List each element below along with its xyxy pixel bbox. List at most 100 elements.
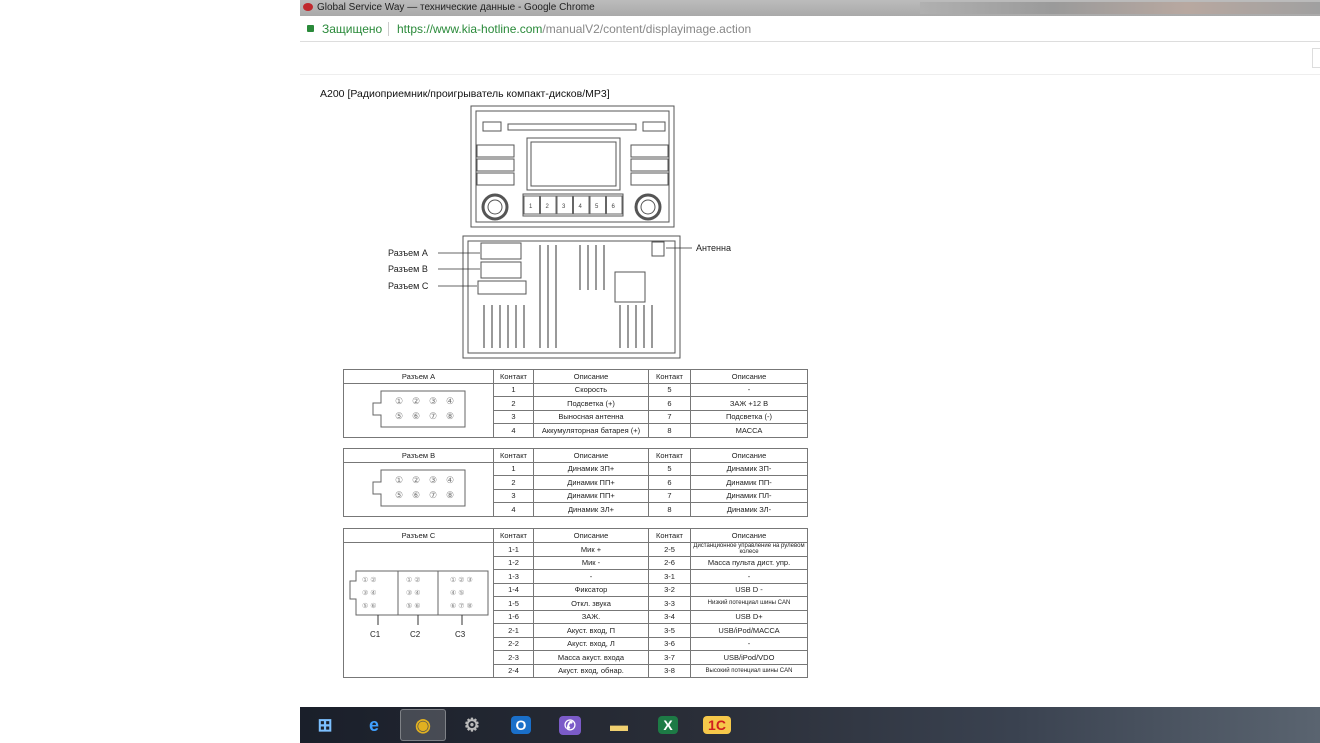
header-contact: Контакт	[648, 369, 691, 384]
pin-number: 5	[648, 461, 691, 476]
pin-description: Выносная антенна	[533, 409, 649, 424]
pin-number: 2-4	[493, 663, 534, 678]
svg-text:C2: C2	[410, 630, 421, 639]
preset-button	[556, 195, 573, 215]
pin-number: 4	[493, 423, 534, 438]
svg-text:③: ③	[429, 396, 437, 406]
pin-description: Аккумуляторная батарея (+)	[533, 423, 649, 438]
excel-icon: X	[658, 716, 678, 734]
url-text[interactable]: https://www.kia-hotline.com/manualV2/con…	[397, 16, 751, 42]
pin-description: Скорость	[533, 382, 649, 397]
pin-number: 3-2	[648, 582, 691, 597]
header-description: Описание	[690, 369, 808, 384]
taskbar-button-settings-gear[interactable]: ⚙	[449, 709, 495, 741]
address-bar[interactable]: Защищено https://www.kia-hotline.com/man…	[300, 16, 1320, 42]
preset-button	[573, 195, 590, 215]
pin-description: Динамик ЗЛ-	[690, 502, 808, 517]
pin-description: Масса акуст. входа	[533, 650, 649, 665]
svg-text:⑥: ⑥	[412, 490, 420, 500]
pin-number: 6	[648, 396, 691, 411]
pin-description: Динамик ПП-	[690, 475, 808, 490]
pin-description: USB D+	[690, 609, 808, 624]
pin-description: Подсветка (+)	[533, 396, 649, 411]
pin-number: 3-6	[648, 636, 691, 651]
connector-name: Разъем B	[343, 448, 494, 463]
secure-label[interactable]: Защищено	[322, 22, 383, 36]
pin-number: 2-3	[493, 650, 534, 665]
pin-description: Низкий потенциал шины CAN	[690, 596, 808, 611]
internet-explorer-icon: e	[368, 714, 379, 735]
pin-description: Откл. звука	[533, 596, 649, 611]
header-contact: Контакт	[648, 448, 691, 463]
pin-number: 4	[493, 502, 534, 517]
antenna-connector	[651, 241, 665, 257]
taskbar-button-excel[interactable]: X	[645, 709, 691, 741]
viber-icon: ✆	[559, 715, 581, 735]
connector-c	[477, 280, 527, 295]
pin-description: Подсветка (-)	[690, 409, 808, 424]
windows-start-icon: ⊞	[317, 714, 333, 735]
pin-description: Динамик ЗП+	[533, 461, 649, 476]
taskbar-button-viber[interactable]: ✆	[547, 709, 593, 741]
pin-number: 3-8	[648, 663, 691, 678]
taskbar-button-file-explorer[interactable]: ▬	[596, 709, 642, 741]
svg-text:⑤ ⑥: ⑤ ⑥	[362, 602, 377, 610]
preset-button	[540, 195, 557, 215]
taskbar-button-chrome[interactable]: ◉	[400, 709, 446, 741]
side-panel-button[interactable]	[1312, 48, 1320, 68]
pin-number: 2-5	[648, 541, 691, 557]
svg-text:⑧: ⑧	[446, 411, 454, 421]
1c-icon: 1С	[703, 716, 731, 734]
pin-description: Высокий потенциал шины CAN	[690, 663, 808, 678]
pin-number: 5	[648, 382, 691, 397]
taskbar-button-windows-start[interactable]: ⊞	[302, 709, 348, 741]
preset-button-label: 1	[529, 204, 533, 210]
pin-description: USB/iPod/VDO	[690, 650, 808, 665]
pin-number: 1-3	[493, 569, 534, 584]
pin-description: МАССА	[690, 423, 808, 438]
pin-description: Фиксатор	[533, 582, 649, 597]
svg-text:②: ②	[412, 396, 420, 406]
pin-number: 2	[493, 475, 534, 490]
preset-button-label: 5	[595, 204, 599, 210]
pin-number: 3-7	[648, 650, 691, 665]
pin-description: USB D -	[690, 582, 808, 597]
pin-description: Мик +	[533, 541, 649, 557]
settings-gear-icon: ⚙	[463, 714, 481, 735]
pin-description: Акуст. вход, Л	[533, 636, 649, 651]
pin-number: 2-1	[493, 623, 534, 638]
pin-number: 1	[493, 382, 534, 397]
divider	[300, 74, 1320, 75]
pin-number: 3-5	[648, 623, 691, 638]
header-description: Описание	[533, 528, 649, 543]
preset-button-label: 6	[612, 204, 616, 210]
pin-number: 7	[648, 409, 691, 424]
lock-icon	[307, 25, 314, 32]
preset-button	[606, 195, 623, 215]
svg-text:C1: C1	[370, 630, 381, 639]
header-description: Описание	[533, 369, 649, 384]
taskbar-button-1c[interactable]: 1С	[694, 709, 740, 741]
app-logo-icon	[303, 3, 313, 11]
svg-text:① ②: ① ②	[362, 576, 377, 584]
pin-description: Акуст. вход, обнар.	[533, 663, 649, 678]
pin-description: Мик -	[533, 555, 649, 570]
svg-text:⑦: ⑦	[429, 411, 437, 421]
taskbar-button-outlook[interactable]: O	[498, 709, 544, 741]
pin-description: Масса пульта дист. упр.	[690, 555, 808, 570]
window-title: Global Service Way — технические данные …	[317, 2, 595, 13]
pin-number: 3-4	[648, 609, 691, 624]
pin-number: 1-4	[493, 582, 534, 597]
pin-number: 6	[648, 475, 691, 490]
taskbar-button-internet-explorer[interactable]: e	[351, 709, 397, 741]
